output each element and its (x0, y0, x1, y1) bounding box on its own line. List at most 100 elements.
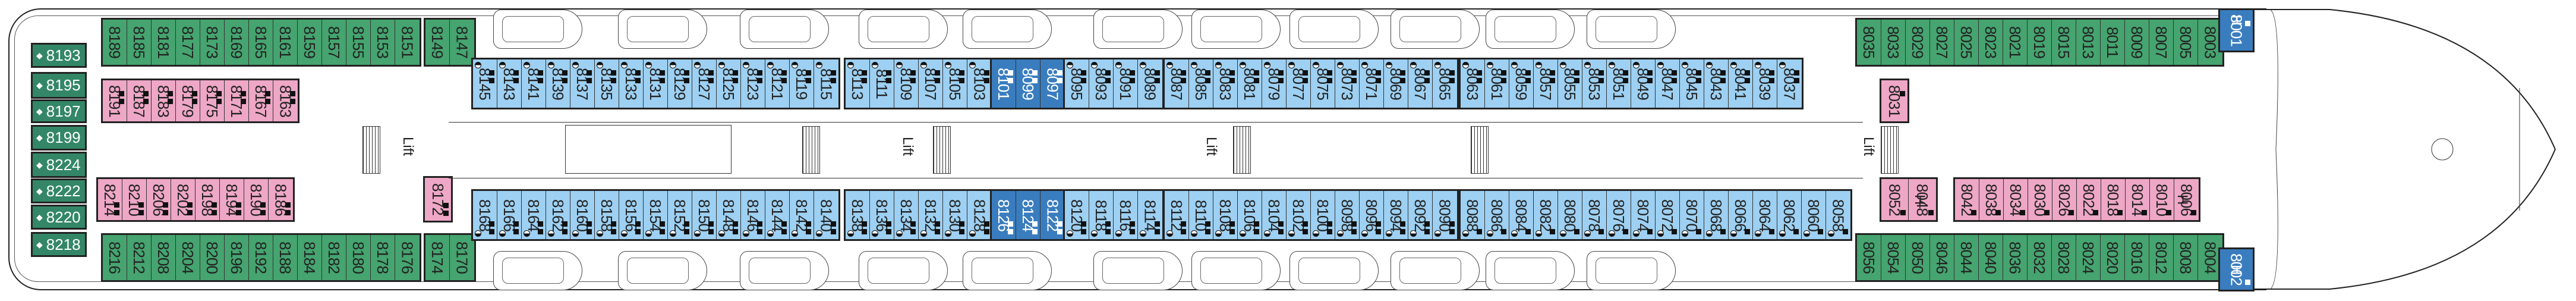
cabin-8195[interactable]: ◆8195 (31, 72, 87, 99)
cabin-8097[interactable]: 8097 (1041, 59, 1065, 108)
cabin-8159[interactable]: 8159 (298, 20, 322, 65)
cabin-8162[interactable]: 8162 (546, 191, 570, 239)
cabin-8158[interactable]: 8158 (595, 191, 619, 239)
cabin-8112[interactable]: 8112 (1165, 191, 1189, 239)
cabin-8206[interactable]: 8206 (147, 179, 171, 220)
cabin-8089[interactable]: 8089 (1138, 59, 1162, 108)
cabin-8029[interactable]: 8029 (1906, 20, 1930, 65)
cabin-8018[interactable]: 8018 (2101, 179, 2126, 220)
cabin-8150[interactable]: 8150 (692, 191, 717, 239)
cabin-8073[interactable]: 8073 (1335, 59, 1360, 108)
cabin-8063[interactable]: 8063 (1461, 59, 1485, 108)
cabin-8087[interactable]: 8087 (1165, 59, 1189, 108)
cabin-8079[interactable]: 8079 (1262, 59, 1287, 108)
cabin-8078[interactable]: 8078 (1582, 191, 1607, 239)
cabin-8010[interactable]: 8010 (2150, 179, 2174, 220)
cabin-8165[interactable]: 8165 (249, 20, 273, 65)
cabin-8177[interactable]: 8177 (176, 20, 200, 65)
cabin-8046[interactable]: 8046 (1930, 235, 1954, 280)
cabin-8171[interactable]: 8171 (225, 80, 249, 121)
cabin-8107[interactable]: 8107 (919, 59, 943, 108)
cabin-8156[interactable]: 8156 (619, 191, 644, 239)
cabin-8126[interactable]: 8126 (992, 191, 1016, 239)
cabin-8082[interactable]: 8082 (1534, 191, 1558, 239)
cabin-8178[interactable]: 8178 (371, 235, 395, 280)
cabin-8199[interactable]: ◆8199 (31, 125, 87, 150)
cabin-8023[interactable]: 8023 (1979, 20, 2003, 65)
cabin-8075[interactable]: 8075 (1311, 59, 1335, 108)
cabin-8173[interactable]: 8173 (200, 20, 225, 65)
cabin-8036[interactable]: 8036 (2003, 235, 2028, 280)
cabin-8189[interactable]: 8189 (103, 20, 127, 65)
cabin-8136[interactable]: 8136 (870, 191, 894, 239)
cabin-8153[interactable]: 8153 (371, 20, 395, 65)
cabin-8057[interactable]: 8057 (1534, 59, 1558, 108)
cabin-8065[interactable]: 8065 (1433, 59, 1457, 108)
cabin-8086[interactable]: 8086 (1485, 191, 1509, 239)
cabin-8021[interactable]: 8021 (2003, 20, 2028, 65)
cabin-8091[interactable]: 8091 (1114, 59, 1138, 108)
cabin-8121[interactable]: 8121 (765, 59, 790, 108)
cabin-8114[interactable]: 8114 (1138, 191, 1162, 239)
cabin-8148[interactable]: 8148 (717, 191, 741, 239)
cabin-8056[interactable]: 8056 (1857, 235, 1881, 280)
cabin-8085[interactable]: 8085 (1189, 59, 1213, 108)
cabin-8181[interactable]: 8181 (152, 20, 176, 65)
cabin-8062[interactable]: 8062 (1777, 191, 1802, 239)
cabin-8151[interactable]: 8151 (395, 20, 420, 65)
cabin-8161[interactable]: 8161 (273, 20, 298, 65)
cabin-8131[interactable]: 8131 (644, 59, 668, 108)
cabin-8168[interactable]: 8168 (473, 191, 497, 239)
cabin-8200[interactable]: 8200 (200, 235, 225, 280)
cabin-8027[interactable]: 8027 (1930, 20, 1954, 65)
cabin-8186[interactable]: 8186 (269, 179, 293, 220)
cabin-8005[interactable]: 8005 (2174, 20, 2198, 65)
cabin-8033[interactable]: 8033 (1881, 20, 1906, 65)
cabin-8009[interactable]: 8009 (2125, 20, 2149, 65)
cabin-8007[interactable]: 8007 (2149, 20, 2174, 65)
cabin-8101[interactable]: 8101 (992, 59, 1016, 108)
cabin-8198[interactable]: 8198 (196, 179, 220, 220)
cabin-8083[interactable]: 8083 (1213, 59, 1238, 108)
cabin-8060[interactable]: 8060 (1802, 191, 1826, 239)
cabin-8163[interactable]: 8163 (273, 80, 298, 121)
cabin-8028[interactable]: 8028 (2052, 235, 2076, 280)
cabin-8196[interactable]: 8196 (225, 235, 249, 280)
cabin-8095[interactable]: 8095 (1065, 59, 1089, 108)
cabin-8041[interactable]: 8041 (1729, 59, 1753, 108)
cabin-8137[interactable]: 8137 (570, 59, 595, 108)
cabin-8143[interactable]: 8143 (497, 59, 522, 108)
cabin-8212[interactable]: 8212 (127, 235, 152, 280)
cabin-8015[interactable]: 8015 (2052, 20, 2076, 65)
cabin-8031[interactable]: 8031 (1881, 80, 1907, 121)
cabin-8103[interactable]: 8103 (967, 59, 992, 108)
cabin-8042[interactable]: 8042 (1955, 179, 1979, 220)
cabin-8123[interactable]: 8123 (741, 59, 765, 108)
cabin-8210[interactable]: 8210 (122, 179, 147, 220)
cabin-8030[interactable]: 8030 (2028, 179, 2052, 220)
cabin-8204[interactable]: 8204 (176, 235, 200, 280)
cabin-8208[interactable]: 8208 (152, 235, 176, 280)
cabin-8191[interactable]: 8191 (103, 80, 127, 121)
cabin-8120[interactable]: 8120 (1065, 191, 1089, 239)
cabin-8070[interactable]: 8070 (1680, 191, 1704, 239)
cabin-8104[interactable]: 8104 (1262, 191, 1287, 239)
cabin-8032[interactable]: 8032 (2028, 235, 2052, 280)
cabin-8115[interactable]: 8115 (814, 59, 838, 108)
cabin-8180[interactable]: 8180 (346, 235, 371, 280)
cabin-8172[interactable]: 8172 (425, 178, 451, 221)
cabin-8049[interactable]: 8049 (1631, 59, 1656, 108)
cabin-8185[interactable]: 8185 (127, 20, 152, 65)
cabin-8109[interactable]: 8109 (894, 59, 919, 108)
cabin-8098[interactable]: 8098 (1335, 191, 1360, 239)
cabin-8051[interactable]: 8051 (1607, 59, 1631, 108)
cabin-8090[interactable]: 8090 (1433, 191, 1457, 239)
cabin-8164[interactable]: 8164 (522, 191, 546, 239)
cabin-8155[interactable]: 8155 (346, 20, 371, 65)
cabin-8080[interactable]: 8080 (1558, 191, 1582, 239)
cabin-8094[interactable]: 8094 (1384, 191, 1408, 239)
cabin-8084[interactable]: 8084 (1509, 191, 1534, 239)
cabin-8147[interactable]: 8147 (450, 20, 474, 65)
